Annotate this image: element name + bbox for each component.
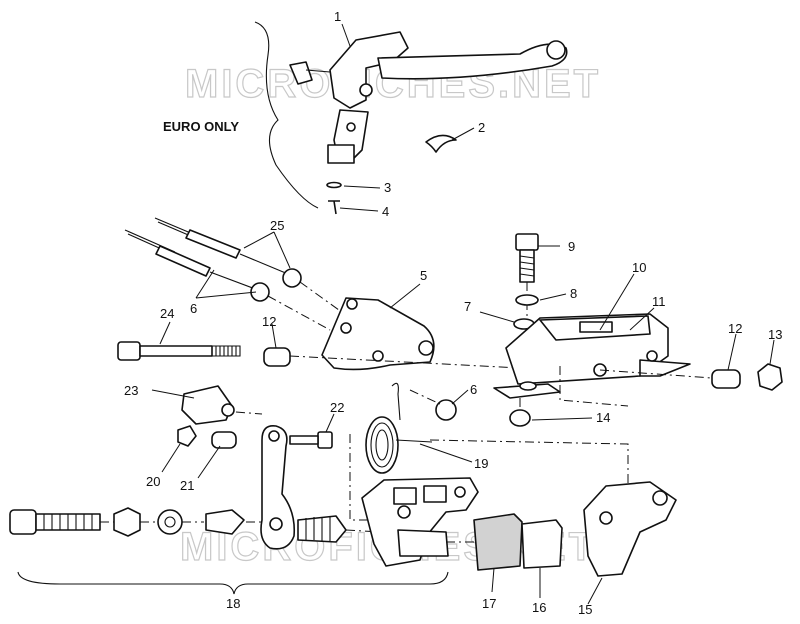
callout-3: 3: [384, 180, 391, 195]
callout-4: 4: [382, 204, 389, 219]
callouts: 1 2 3 4 25 6 5 7 8 9 10 11 24 12 12 13 6…: [124, 9, 782, 617]
clutch-lever-assembly: [289, 31, 568, 164]
callout-19: 19: [474, 456, 488, 471]
brake-pad-part-16: [521, 519, 563, 569]
bracket-hole: [372, 350, 384, 362]
callout-1: 1: [334, 9, 341, 24]
euro-only-label: EURO ONLY: [163, 119, 239, 134]
callout-7: 7: [464, 299, 471, 314]
lever-bracket-part-5: [321, 297, 435, 371]
callout-22: 22: [330, 400, 344, 415]
spacer-part-12-right: [711, 369, 741, 389]
leader-lines: [151, 23, 775, 605]
callout-6b: 6: [470, 382, 477, 397]
lever-arm-hole: [268, 430, 280, 442]
callout-17: 17: [482, 596, 496, 611]
lever-arm-hole: [269, 517, 283, 531]
screw-part-4: [328, 200, 340, 215]
nut-part-20: [177, 425, 197, 447]
callout-5: 5: [420, 268, 427, 283]
callout-20: 20: [146, 474, 160, 489]
callout-15: 15: [578, 602, 592, 617]
caliper-body: [361, 477, 479, 567]
bolt-part-24: [117, 341, 241, 361]
bracket-hole: [346, 298, 358, 310]
spring-part-19: [365, 382, 433, 474]
callout-18: 18: [226, 596, 240, 611]
sleeve-part-21: [211, 431, 237, 449]
bolt-part-22: [289, 431, 333, 449]
callout-14: 14: [596, 410, 610, 425]
bottom-brace: [17, 571, 449, 595]
nut-part-13: [757, 363, 783, 391]
axis-line: [409, 389, 441, 405]
callout-24: 24: [160, 306, 174, 321]
cable-assembly: [124, 217, 351, 331]
washer-part-8: [515, 294, 539, 306]
bracket-hole: [340, 322, 352, 334]
lever-arm: [260, 424, 296, 550]
assembly-guide-box: [429, 439, 629, 521]
euro-brace: [254, 21, 319, 209]
callout-13: 13: [768, 327, 782, 342]
axis-line: [289, 355, 521, 369]
callout-11: 11: [652, 294, 666, 309]
clevis-part-23: [181, 385, 263, 425]
callout-25: 25: [270, 218, 284, 233]
brake-pad-part-17: [473, 513, 523, 571]
caliper-bracket-part-15: [583, 481, 677, 577]
bracket-hole: [418, 340, 434, 356]
callout-8: 8: [570, 286, 577, 301]
callout-10: 10: [632, 260, 646, 275]
clip-part-2: [425, 134, 457, 153]
nut-part-6: [435, 399, 457, 421]
callout-9: 9: [568, 239, 575, 254]
spacer-part-12-left: [263, 347, 291, 367]
callout-6a: 6: [190, 301, 197, 316]
callout-16: 16: [532, 600, 546, 615]
assembly-guide-box: [559, 366, 629, 407]
bolt-part-9: [515, 233, 539, 340]
callout-21: 21: [180, 478, 194, 493]
washer-part-3: [326, 181, 342, 189]
callout-12a: 12: [262, 314, 276, 329]
callout-23: 23: [124, 383, 138, 398]
adjuster-assembly-part-18: [9, 507, 381, 543]
housing-part-11: [493, 313, 691, 399]
bushing-part-14: [509, 409, 531, 427]
callout-2: 2: [478, 120, 485, 135]
callout-12b: 12: [728, 321, 742, 336]
